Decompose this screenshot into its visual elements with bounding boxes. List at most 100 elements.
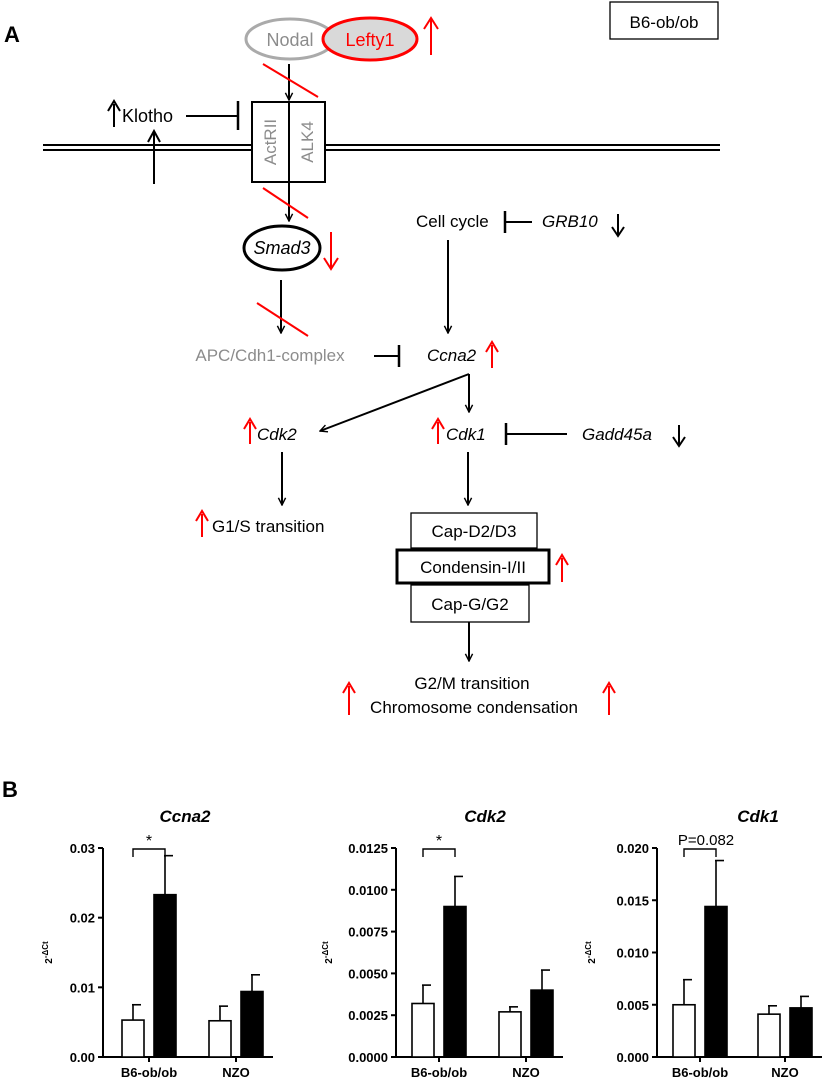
y-tick-label: 0.0075	[348, 925, 388, 940]
bar-filled	[443, 905, 467, 1058]
significance-label: *	[146, 833, 152, 850]
bar-open	[757, 1013, 781, 1058]
smad3-down-arrow-icon	[323, 232, 339, 271]
cdk2-up-arrow-icon	[243, 417, 257, 444]
actrii-label: ActRII	[261, 119, 280, 165]
grb10-down-arrow-icon	[611, 214, 625, 238]
apc-complex-label: APC/Cdh1-complex	[195, 346, 345, 365]
gadd45a-down-arrow-icon	[672, 425, 686, 448]
bar-filled	[530, 989, 554, 1058]
blocked-strike-icon	[262, 63, 319, 98]
blocked-strike-icon	[262, 187, 309, 219]
x-tick-label: B6-ob/ob	[121, 1065, 177, 1080]
bar-filled	[153, 893, 177, 1058]
klotho-up-arrow-icon	[107, 99, 121, 127]
y-tick-label: 0.0100	[348, 883, 388, 898]
bar-filled	[240, 990, 264, 1058]
ccna2-label: Ccna2	[427, 346, 477, 365]
y-tick-label: 0.0050	[348, 966, 388, 981]
x-tick-label: NZO	[771, 1065, 798, 1080]
gadd45a-inhibition	[504, 423, 567, 445]
grb10-label: GRB10	[542, 212, 598, 231]
x-tick-label: B6-ob/ob	[411, 1065, 467, 1080]
cap-d-box: Cap-D2/D3	[410, 512, 538, 549]
significance-bracket	[422, 848, 456, 857]
bar-open	[121, 1019, 145, 1058]
y-tick-label: 0.0125	[348, 841, 388, 856]
panel-b-label: B	[2, 777, 18, 802]
chart-title: Cdk1	[737, 807, 779, 826]
strain-box: B6-ob/ob	[609, 1, 719, 40]
x-tick-label: NZO	[222, 1065, 249, 1080]
cell-cycle-label: Cell cycle	[416, 212, 489, 231]
bar-filled	[704, 905, 728, 1058]
g2m-label: G2/M transition	[414, 674, 529, 693]
y-tick-label: 0.010	[616, 946, 649, 961]
grb10-inhibition	[503, 211, 532, 233]
y-tick-label: 0.015	[616, 893, 649, 908]
significance-label: P=0.082	[678, 832, 734, 849]
bar-open	[208, 1019, 232, 1058]
blocked-strike-icon	[256, 302, 309, 337]
strain-box-label: B6-ob/ob	[630, 13, 699, 32]
y-tick-label: 0.005	[616, 998, 649, 1013]
ccna2-to-cdk2-arrow	[320, 373, 470, 431]
nodal-node: Nodal	[244, 17, 336, 61]
condensin-box: Condensin-I/II	[395, 548, 551, 585]
smad3-label: Smad3	[253, 238, 310, 258]
cap-d-label: Cap-D2/D3	[431, 522, 516, 541]
y-axis-label: 2-ΔCt	[584, 941, 598, 964]
lefty1-label: Lefty1	[345, 30, 394, 50]
cap-g-label: Cap-G/G2	[431, 595, 508, 614]
y-tick-label: 0.0025	[348, 1008, 388, 1023]
x-tick-label: NZO	[512, 1065, 539, 1080]
bar-open	[411, 1002, 435, 1058]
significance-bracket	[683, 848, 717, 857]
apc-inhibition	[374, 345, 401, 367]
y-tick-label: 0.01	[70, 980, 95, 995]
bar-filled	[789, 1007, 813, 1058]
y-tick-label: 0.00	[70, 1050, 95, 1065]
y-tick-label: 0.02	[70, 911, 95, 926]
bar-open	[672, 1003, 696, 1058]
klotho-source-arrow	[147, 128, 161, 184]
significance-label: *	[436, 833, 442, 850]
panel-a-label: A	[4, 22, 20, 47]
y-tick-label: 0.000	[616, 1050, 649, 1065]
gadd45a-label: Gadd45a	[582, 425, 652, 444]
nodal-label: Nodal	[266, 30, 313, 50]
receptor-complex: ActRII ALK4	[251, 101, 326, 183]
x-tick-label: B6-ob/ob	[672, 1065, 728, 1080]
klotho-label: Klotho	[122, 106, 173, 126]
bar-open	[498, 1011, 522, 1058]
chart-title: Ccna2	[159, 807, 211, 826]
chromosome-up-arrow-icon	[602, 681, 616, 715]
cdk2-label: Cdk2	[257, 425, 297, 444]
ccna2-up-arrow-icon	[485, 340, 499, 368]
significance-bracket	[132, 848, 166, 857]
chromosome-condensation-label: Chromosome condensation	[370, 698, 578, 717]
cell-membrane	[43, 144, 720, 151]
lefty1-node: Lefty1	[321, 16, 419, 62]
y-axis-label: 2-ΔCt	[321, 941, 335, 964]
chart-cdk2: Cdk2 2-ΔCt 0.0000 0.0025 0.0050 0.0075 0.0100 0…	[321, 807, 563, 1080]
y-tick-label: 0.020	[616, 841, 649, 856]
y-tick-label: 0.03	[70, 841, 95, 856]
g2m-up-arrow-icon	[342, 681, 356, 715]
condensin-up-arrow-icon	[555, 553, 569, 582]
y-axis-label: 2-ΔCt	[41, 941, 55, 964]
cdk1-label: Cdk1	[446, 425, 486, 444]
cdk1-up-arrow-icon	[431, 417, 445, 444]
condensin-label: Condensin-I/II	[420, 558, 526, 577]
lefty1-up-arrow-icon	[423, 16, 439, 55]
smad3-node: Smad3	[242, 224, 322, 272]
chart-title: Cdk2	[464, 807, 506, 826]
g1s-label: G1/S transition	[212, 517, 324, 536]
chart-cdk1: Cdk1 2-ΔCt 0.000 0.005 0.010 0.015 0.020B6-ob/…	[584, 807, 822, 1080]
y-tick-label: 0.0000	[348, 1050, 388, 1065]
cap-g-box: Cap-G/G2	[410, 584, 530, 623]
alk4-label: ALK4	[298, 121, 317, 163]
